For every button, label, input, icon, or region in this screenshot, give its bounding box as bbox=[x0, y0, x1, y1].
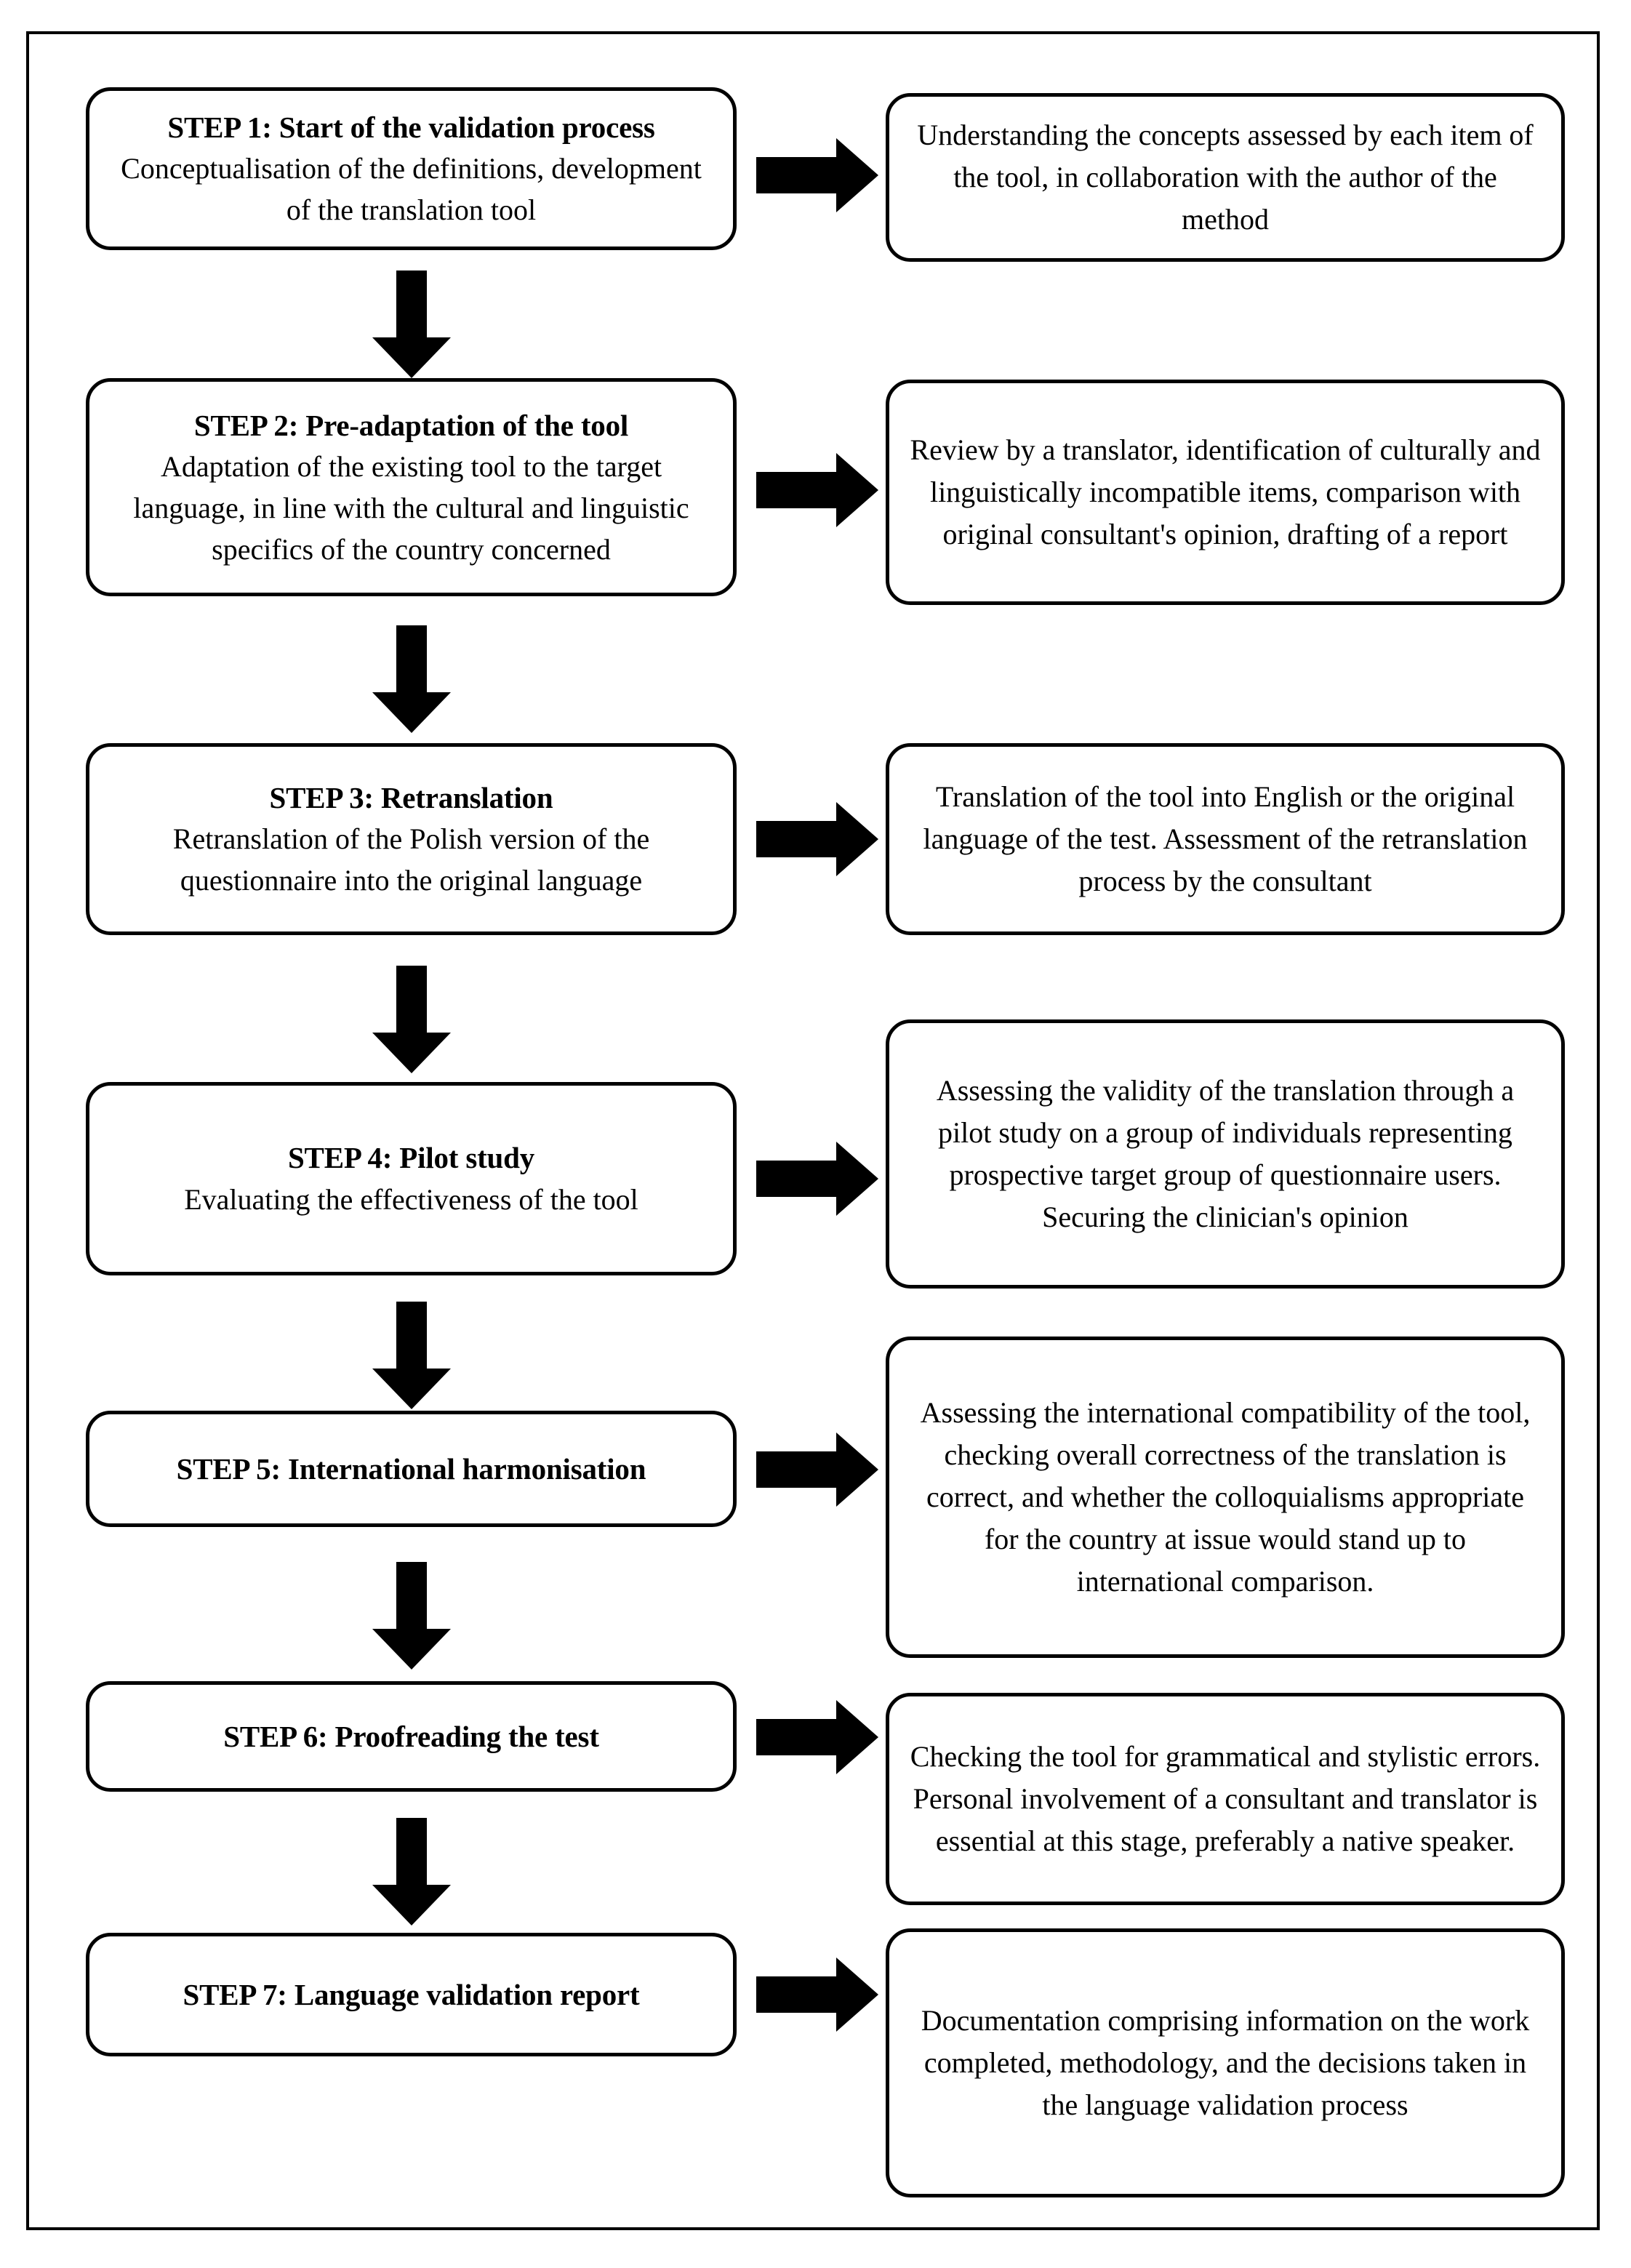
detail-node-3[interactable]: Translation of the tool into English or … bbox=[886, 743, 1565, 935]
step-title-6: STEP 6: Proofreading the test bbox=[223, 1719, 599, 1753]
right-arrow-7 bbox=[756, 1958, 878, 2032]
detail-text-5: Assessing the international compatibilit… bbox=[920, 1396, 1531, 1598]
detail-text-6: Checking the tool for grammatical and st… bbox=[910, 1740, 1541, 1857]
detail-text-1: Understanding the concepts assessed by e… bbox=[917, 119, 1534, 236]
step-node-1[interactable]: STEP 1: Start of the validation process … bbox=[86, 87, 737, 250]
detail-node-4[interactable]: Assessing the validity of the translatio… bbox=[886, 1019, 1565, 1289]
step-title-1: STEP 1: Start of the validation process bbox=[167, 111, 655, 145]
step-body-4: Evaluating the effectiveness of the tool bbox=[184, 1182, 638, 1216]
down-arrow-3 bbox=[372, 966, 451, 1073]
down-arrow-1 bbox=[372, 271, 451, 378]
step-body-1: Conceptualisation of the definitions, de… bbox=[121, 152, 702, 227]
step-node-2[interactable]: STEP 2: Pre-adaptation of the tool Adapt… bbox=[86, 378, 737, 596]
step-node-7[interactable]: STEP 7: Language validation report bbox=[86, 1933, 737, 2056]
down-arrow-4 bbox=[372, 1302, 451, 1409]
detail-node-6[interactable]: Checking the tool for grammatical and st… bbox=[886, 1693, 1565, 1905]
page-border bbox=[26, 31, 1600, 2230]
down-arrow-2 bbox=[372, 625, 451, 733]
step-body-3: Retranslation of the Polish version of t… bbox=[172, 822, 650, 897]
detail-text-3: Translation of the tool into English or … bbox=[923, 780, 1528, 897]
step-title-3: STEP 3: Retranslation bbox=[269, 781, 553, 815]
detail-text-7: Documentation comprising information on … bbox=[921, 2004, 1530, 2121]
right-arrow-6 bbox=[756, 1700, 878, 1774]
step-node-4[interactable]: STEP 4: Pilot study Evaluating the effec… bbox=[86, 1082, 737, 1275]
right-arrow-2 bbox=[756, 453, 878, 527]
right-arrow-1 bbox=[756, 138, 878, 212]
step-title-2: STEP 2: Pre-adaptation of the tool bbox=[193, 408, 629, 442]
right-arrow-3 bbox=[756, 802, 878, 876]
down-arrow-5 bbox=[372, 1562, 451, 1670]
detail-text-4: Assessing the validity of the translatio… bbox=[936, 1074, 1515, 1233]
right-arrow-4 bbox=[756, 1142, 878, 1216]
step-title-4: STEP 4: Pilot study bbox=[287, 1141, 535, 1175]
step-title-7: STEP 7: Language validation report bbox=[183, 1977, 640, 2011]
step-node-3[interactable]: STEP 3: Retranslation Retranslation of t… bbox=[86, 743, 737, 935]
right-arrow-5 bbox=[756, 1432, 878, 1507]
detail-node-7[interactable]: Documentation comprising information on … bbox=[886, 1928, 1565, 2197]
detail-node-1[interactable]: Understanding the concepts assessed by e… bbox=[886, 93, 1565, 262]
step-node-5[interactable]: STEP 5: International harmonisation bbox=[86, 1411, 737, 1527]
detail-node-5[interactable]: Assessing the international compatibilit… bbox=[886, 1337, 1565, 1658]
detail-node-2[interactable]: Review by a translator, identification o… bbox=[886, 380, 1565, 605]
step-node-6[interactable]: STEP 6: Proofreading the test bbox=[86, 1681, 737, 1792]
detail-text-2: Review by a translator, identification o… bbox=[910, 433, 1541, 550]
step-title-5: STEP 5: International harmonisation bbox=[176, 1451, 646, 1486]
step-body-2: Adaptation of the existing tool to the t… bbox=[133, 449, 689, 566]
down-arrow-6 bbox=[372, 1818, 451, 1926]
